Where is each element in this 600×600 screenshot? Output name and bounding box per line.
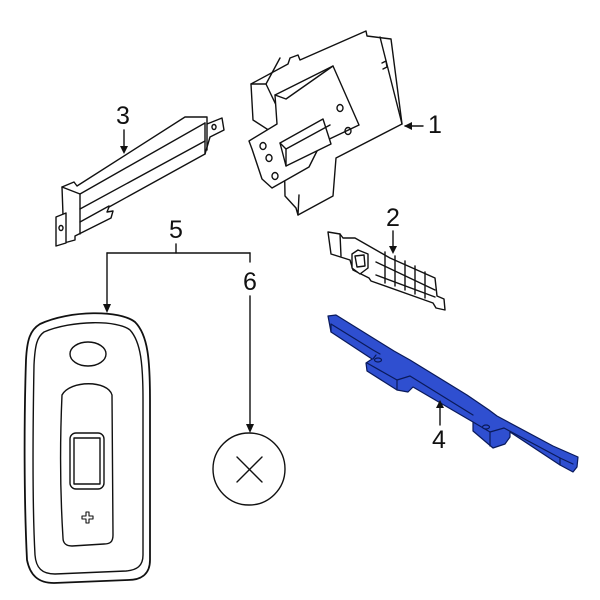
part-1-control-module[interactable] bbox=[248, 30, 403, 216]
part-6-battery[interactable] bbox=[212, 432, 286, 506]
part-5-key-fob[interactable] bbox=[23, 312, 151, 584]
leader-1 bbox=[404, 122, 424, 130]
part-2-bracket[interactable] bbox=[327, 231, 446, 311]
part-3-antenna-bar[interactable] bbox=[55, 116, 225, 247]
leader-3 bbox=[120, 129, 128, 154]
part-4-mounting-rail[interactable] bbox=[327, 314, 579, 473]
callout-6: 6 bbox=[243, 268, 257, 296]
callout-2: 2 bbox=[386, 204, 400, 232]
callout-1: 1 bbox=[428, 111, 442, 139]
callout-5: 5 bbox=[169, 216, 183, 244]
leader-4 bbox=[436, 400, 444, 426]
callout-3: 3 bbox=[116, 102, 130, 130]
callout-4: 4 bbox=[432, 426, 446, 454]
leader-2 bbox=[389, 230, 397, 254]
leader-5-6 bbox=[103, 243, 254, 433]
